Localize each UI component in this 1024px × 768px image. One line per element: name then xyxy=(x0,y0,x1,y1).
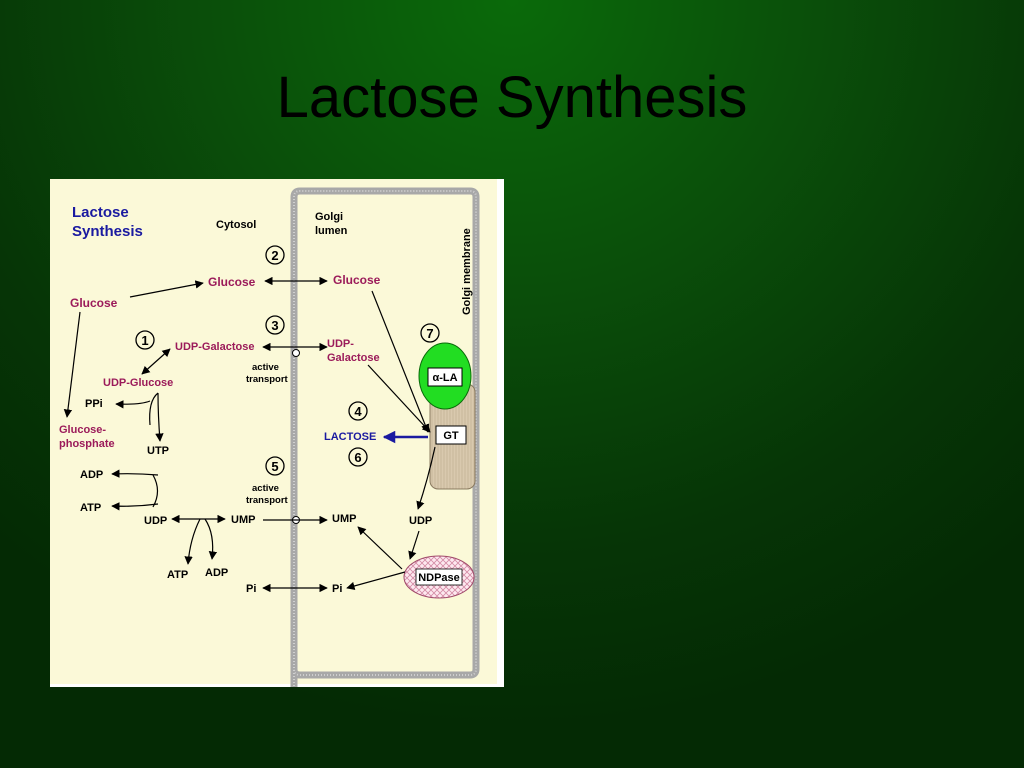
glucose-cytosol-label: Glucose xyxy=(208,275,256,289)
lactose-synthesis-diagram: Lactose Synthesis Cytosol Golgi lumen Go… xyxy=(50,179,504,689)
golgi-lumen-label-1: Golgi xyxy=(315,211,343,223)
alpha-la-label: α-LA xyxy=(432,372,457,384)
step-6: 6 xyxy=(348,447,368,467)
gt-label: GT xyxy=(443,430,459,442)
glucose-phosphate-label-2: phosphate xyxy=(59,438,115,450)
udp-glucose-label: UDP-Glucose xyxy=(103,377,173,389)
svg-text:7: 7 xyxy=(426,326,433,341)
active-transport-1a: active xyxy=(252,362,279,373)
udp-galactose-lumen-label-1: UDP- xyxy=(327,338,354,350)
pi-cytosol-label: Pi xyxy=(246,583,256,595)
ppi-label: PPi xyxy=(85,398,103,410)
udp-galactose-lumen-label-2: Galactose xyxy=(327,352,380,364)
svg-text:5: 5 xyxy=(271,459,278,474)
step-4: 4 xyxy=(348,401,368,421)
cytosol-label: Cytosol xyxy=(216,219,256,231)
svg-text:1: 1 xyxy=(141,333,148,348)
step-3: 3 xyxy=(265,315,285,335)
transporter-udp-gal xyxy=(292,349,300,357)
pi-lumen-label: Pi xyxy=(332,583,342,595)
udp-cytosol-label: UDP xyxy=(144,515,167,527)
udp-galactose-cytosol-label: UDP-Galactose xyxy=(175,341,254,353)
diagram-heading-1: Lactose xyxy=(72,204,129,221)
adp-bottom-label: ADP xyxy=(205,567,228,579)
diagram-heading-2: Synthesis xyxy=(72,223,143,240)
ndpase-label: NDPase xyxy=(418,572,460,584)
glucose-phosphate-label-1: Glucose- xyxy=(59,424,106,436)
svg-text:6: 6 xyxy=(354,450,361,465)
active-transport-1b: transport xyxy=(246,374,289,385)
active-transport-2b: transport xyxy=(246,495,289,506)
svg-text:3: 3 xyxy=(271,318,278,333)
pathway-arrows xyxy=(63,276,436,593)
adp-left-label: ADP xyxy=(80,469,103,481)
golgi-lumen-label-2: lumen xyxy=(315,225,348,237)
step-5: 5 xyxy=(265,456,285,476)
glucose-lumen-label: Glucose xyxy=(333,273,381,287)
atp-left-label: ATP xyxy=(80,502,101,514)
utp-label: UTP xyxy=(147,445,169,457)
golgi-membrane-label: Golgi membrane xyxy=(461,228,473,315)
step-7: 7 xyxy=(420,323,440,343)
glucose-outer-label: Glucose xyxy=(70,296,118,310)
svg-text:2: 2 xyxy=(271,248,278,263)
ump-cytosol-label: UMP xyxy=(231,514,255,526)
slide-title: Lactose Synthesis xyxy=(276,65,748,130)
ump-lumen-label: UMP xyxy=(332,513,356,525)
atp-bottom-label: ATP xyxy=(167,569,188,581)
step-2: 2 xyxy=(265,245,285,265)
lactose-label: LACTOSE xyxy=(324,431,376,443)
udp-lumen-label: UDP xyxy=(409,515,432,527)
svg-text:4: 4 xyxy=(354,404,362,419)
active-transport-2a: active xyxy=(252,483,279,494)
